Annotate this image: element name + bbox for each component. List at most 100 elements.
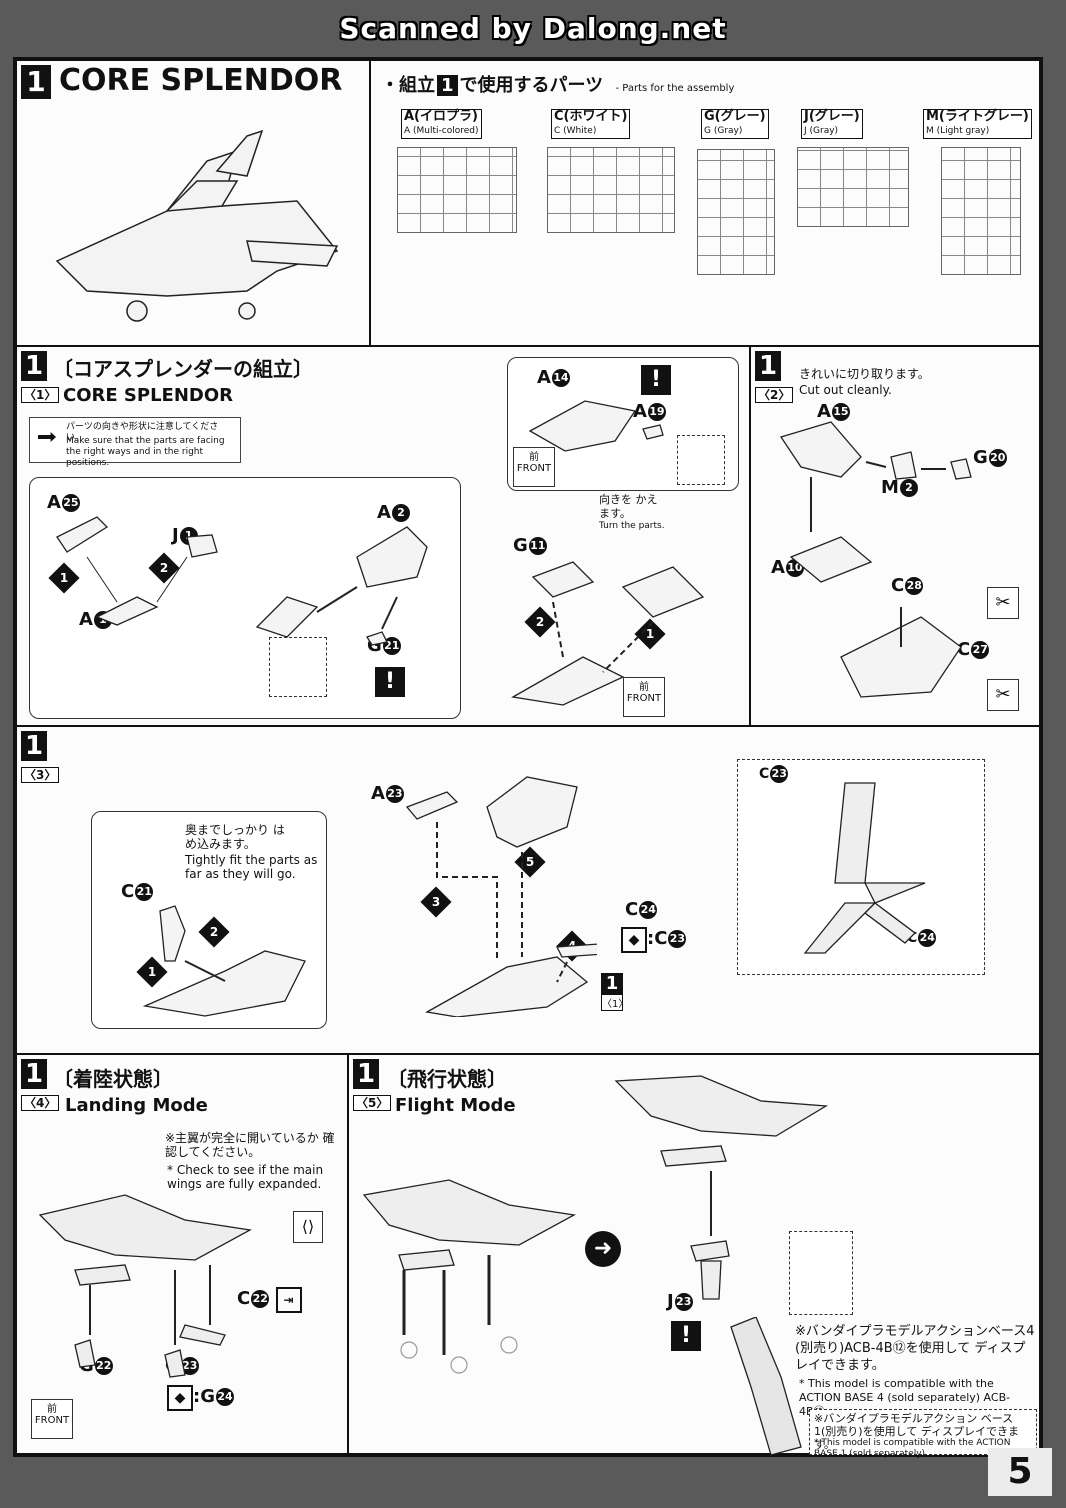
label-number: 22 bbox=[94, 1357, 113, 1375]
label-letter: C bbox=[654, 928, 668, 949]
label-number: 23 bbox=[770, 765, 789, 783]
part-sketch-wing bbox=[56, 516, 218, 626]
label-letter: A bbox=[633, 401, 647, 422]
label-letter: J bbox=[172, 525, 179, 546]
label-letter: C bbox=[907, 930, 918, 946]
panel-core-splendor-header: 1 CORE SPLENDOR bbox=[15, 59, 371, 347]
parts-heading-step: 1 bbox=[437, 75, 458, 96]
base1-note-en: * This model is compatible with the ACTI… bbox=[814, 1438, 1011, 1459]
label-letter: C bbox=[237, 1288, 251, 1309]
label-letter: A bbox=[537, 367, 551, 388]
mirror-icon: ⇥ bbox=[275, 1287, 302, 1313]
label-letter: C bbox=[121, 881, 135, 902]
label-letter: A bbox=[771, 557, 785, 578]
base1-note-box: ※バンダイプラモデルアクション ベース1(別売り)を使用して ディスプレイできま… bbox=[809, 1409, 1037, 1459]
label-number: 21 bbox=[135, 883, 154, 901]
detail-inset bbox=[789, 1231, 853, 1315]
label-number: 25 bbox=[61, 494, 80, 512]
turn-note-jp: 向きを かえます。 bbox=[599, 493, 658, 520]
detail-inset-2 bbox=[677, 435, 725, 485]
page-number: 5 bbox=[988, 1448, 1052, 1496]
label-letter: C bbox=[759, 766, 770, 782]
base4-note-jp: ※バンダイプラモデルアクションベース4 (別売り)ACB-4B⑫を使用して ディ… bbox=[795, 1324, 1035, 1373]
substep-badge: 〈5〉 bbox=[353, 1095, 392, 1111]
label-letter: C bbox=[957, 639, 971, 660]
label-letter: G bbox=[973, 447, 988, 468]
runner-list: A(イロプラ)A (Multi-colored) C(ホワイト)C (White… bbox=[371, 105, 1043, 345]
check-note-en: * Check to see if the main wings are ful… bbox=[167, 1163, 324, 1191]
label-number: 19 bbox=[647, 403, 666, 421]
label-letter: A bbox=[79, 609, 93, 630]
flight-mode-after-sketch bbox=[614, 1075, 829, 1300]
step-number: 1 bbox=[755, 351, 781, 381]
assembly-sketch-cockpit bbox=[779, 421, 972, 698]
panel-step-1-4: 1 〈4〉 〔着陸状態〕 Landing Mode ※主翼が完全に開いているか … bbox=[15, 1053, 349, 1455]
part-sketch-a14 bbox=[528, 400, 664, 452]
colon: : bbox=[647, 928, 655, 949]
label-letter: A bbox=[371, 783, 385, 804]
runner-label-j: J(グレー)J (Gray) bbox=[801, 109, 863, 139]
runner-label-c: C(ホワイト)C (White) bbox=[551, 109, 631, 139]
label-number: 15 bbox=[831, 403, 850, 421]
base1-note-jp: ※バンダイプラモデルアクション ベース1(別売り)を使用して ディスプレイできま… bbox=[814, 1412, 1019, 1451]
label-number: 23 bbox=[668, 930, 687, 948]
label-letter: J bbox=[667, 1291, 674, 1312]
base-arm-sketch bbox=[730, 1317, 802, 1456]
assembly-sketch-body bbox=[511, 561, 705, 706]
cut-note-jp: きれいに切り取ります。 bbox=[799, 367, 930, 381]
runner-g-diagram bbox=[697, 149, 775, 275]
label-number: 28 bbox=[905, 577, 924, 595]
step-title-jp: 〔コアスプレンダーの組立〕 bbox=[53, 357, 313, 381]
wing-detail-sketch bbox=[803, 782, 926, 954]
front-jp: 前 bbox=[639, 682, 649, 693]
runner-j-en: J (Gray) bbox=[804, 126, 839, 136]
cut-note-en: Cut out cleanly. bbox=[799, 383, 892, 397]
label-number: 23 bbox=[674, 1293, 693, 1311]
step-number: 1 bbox=[21, 351, 47, 381]
caution-icon-2: ! bbox=[641, 365, 671, 395]
note-arrow-icon bbox=[38, 432, 56, 442]
caution-icon: ! bbox=[671, 1321, 701, 1351]
label-number: 24 bbox=[639, 901, 658, 919]
step-title-en: Landing Mode bbox=[65, 1095, 208, 1116]
label-number: 23 bbox=[385, 785, 404, 803]
label-number: 14 bbox=[551, 369, 570, 387]
label-letter: A bbox=[47, 492, 61, 513]
label-letter: M bbox=[881, 477, 899, 498]
label-letter: G bbox=[513, 535, 528, 556]
runner-m-diagram bbox=[941, 147, 1021, 275]
step-title-en: Flight Mode bbox=[395, 1095, 516, 1116]
label-number: 27 bbox=[971, 641, 990, 659]
core-splendor-illustration bbox=[55, 129, 339, 322]
wing-fold-icon: ⟨⟩ bbox=[293, 1211, 323, 1243]
runner-g-jp: G(グレー) bbox=[704, 109, 766, 124]
step-number: 1 bbox=[21, 1059, 47, 1089]
next-arrow-icon: ➜ bbox=[585, 1231, 621, 1267]
runner-a-diagram bbox=[397, 147, 517, 233]
substep-badge: 〈3〉 bbox=[21, 767, 60, 783]
runner-label-a: A(イロプラ)A (Multi-colored) bbox=[401, 109, 482, 139]
ref-sub: 〈1〉 bbox=[601, 994, 628, 1011]
panel-step-1-3: 1 〈3〉 奥までしっかり はめ込みます。 Tightly fit the pa… bbox=[15, 725, 1041, 1055]
runner-c-jp: C(ホワイト) bbox=[554, 109, 628, 124]
parts-heading-jp-b: で使用するパーツ bbox=[459, 75, 604, 96]
label-number: 20 bbox=[988, 449, 1007, 467]
runner-j-diagram bbox=[797, 147, 909, 227]
runner-a-jp: A(イロプラ) bbox=[404, 109, 478, 124]
label-letter: G bbox=[200, 1386, 215, 1407]
